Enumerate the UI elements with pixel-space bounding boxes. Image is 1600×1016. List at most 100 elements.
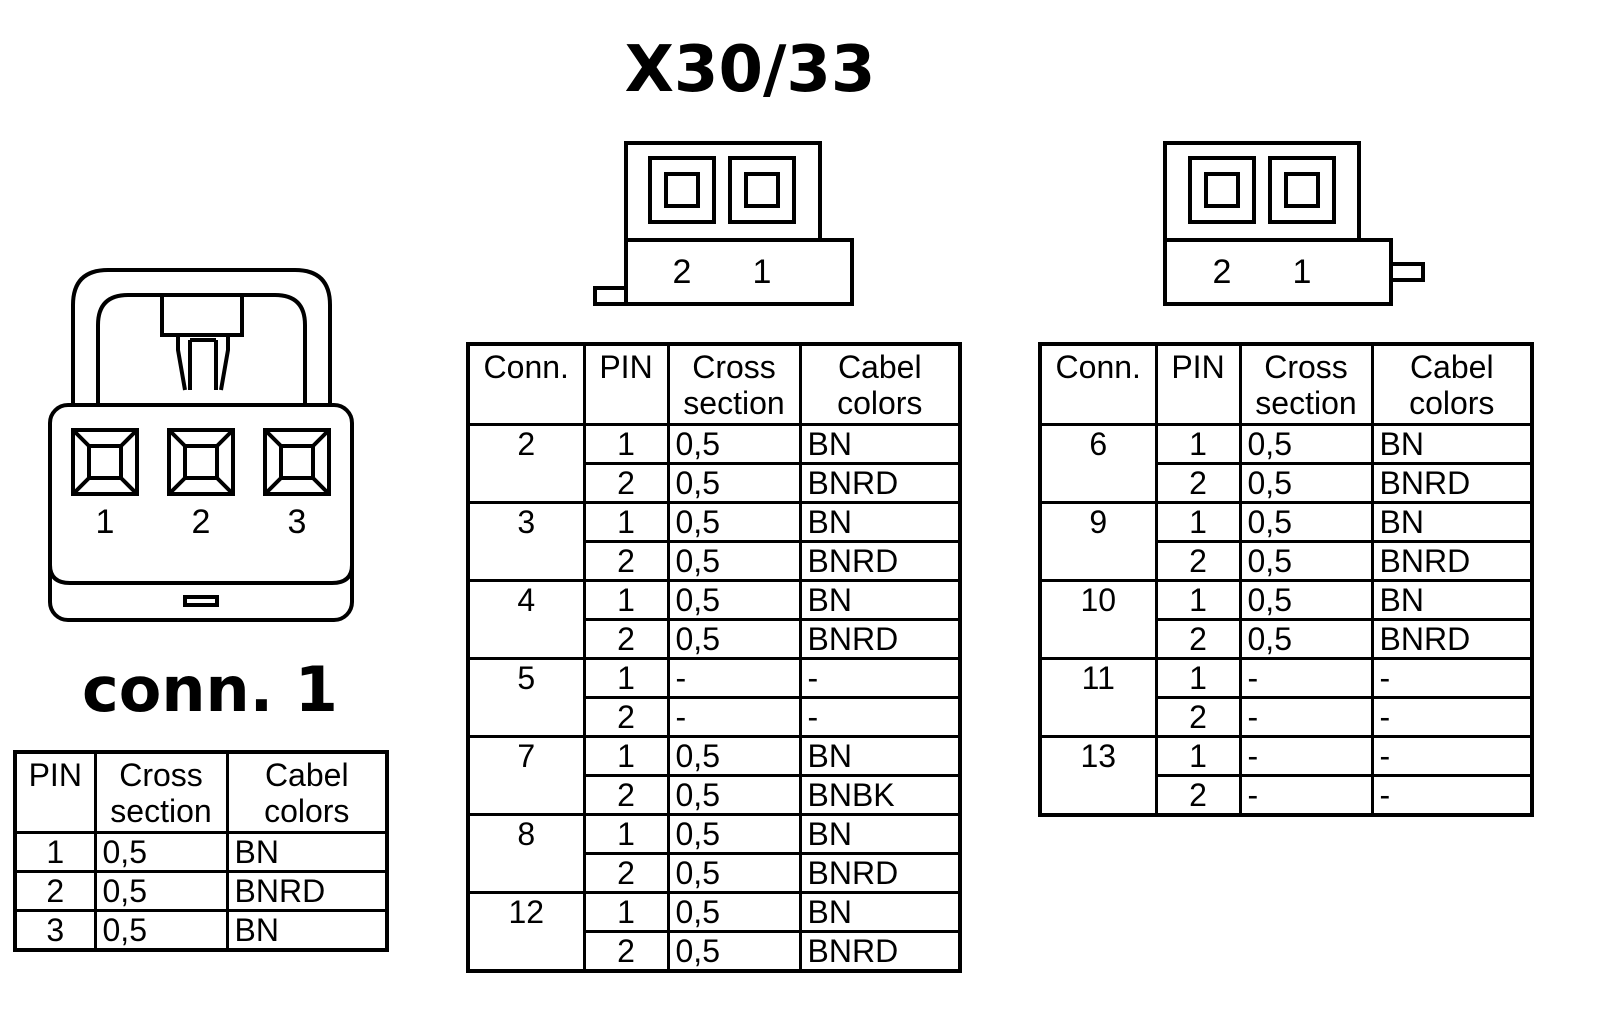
pin-cell: 2 bbox=[582, 539, 670, 582]
cross-section-cell: 0,5 bbox=[1238, 617, 1374, 660]
pin-cell: 2 bbox=[13, 869, 97, 912]
pin-cell: 2 bbox=[582, 773, 670, 816]
cross-section-cell: - bbox=[1238, 773, 1374, 816]
cross-section-header: Cross section bbox=[666, 342, 802, 426]
cross-section-cell: 0,5 bbox=[1238, 539, 1374, 582]
pin-cell: 2 bbox=[1154, 539, 1242, 582]
cable-color-cell: BNRD bbox=[798, 461, 962, 504]
cross-section-cell: 0,5 bbox=[1238, 461, 1374, 504]
cross-section-cell: 0,5 bbox=[666, 773, 802, 816]
cable-colors-header: Cabel colors bbox=[798, 342, 962, 426]
cross-section-cell: 0,5 bbox=[666, 851, 802, 894]
right-pin-label: 1 bbox=[1293, 253, 1312, 291]
cross-section-cell: 0,5 bbox=[93, 869, 229, 912]
pin-cell: 1 bbox=[582, 812, 670, 855]
pin-cell: 1 bbox=[1154, 734, 1242, 777]
pin-cell: 1 bbox=[1154, 422, 1242, 465]
center-pin-label: 2 bbox=[673, 253, 692, 291]
conn-number-cell: 4 bbox=[466, 578, 586, 660]
pin-cell: 2 bbox=[582, 617, 670, 660]
cross-section-cell: - bbox=[1238, 695, 1374, 738]
table-row: 2-- bbox=[1040, 695, 1534, 738]
pin-cell: 1 bbox=[582, 578, 670, 621]
cross-section-header: Cross section bbox=[93, 750, 229, 834]
cross-section-cell: - bbox=[1238, 656, 1374, 699]
conn1-pin-label: 1 bbox=[96, 503, 115, 541]
pin-cell: 2 bbox=[582, 695, 670, 738]
cross-section-cell: 0,5 bbox=[666, 500, 802, 543]
cable-color-cell: BNRD bbox=[798, 617, 962, 660]
pin-cell: 2 bbox=[1154, 773, 1242, 816]
cable-colors-header: Cabel colors bbox=[1370, 342, 1534, 426]
pin-cell: 2 bbox=[582, 851, 670, 894]
table-row: 2-- bbox=[1040, 773, 1534, 816]
conn1-table: PIN Cross section Cabel colors 1 0,5 BN … bbox=[13, 750, 389, 952]
pin-cell: 1 bbox=[582, 890, 670, 933]
cable-color-cell: BN bbox=[798, 500, 962, 543]
conn1-title: conn. 1 bbox=[82, 653, 338, 726]
conn1-pin-square-2 bbox=[167, 428, 235, 496]
cross-section-cell: 0,5 bbox=[666, 422, 802, 465]
pin-cell: 1 bbox=[582, 656, 670, 699]
pin-cell: 1 bbox=[13, 830, 97, 873]
conn-number-cell: 12 bbox=[466, 890, 586, 972]
conn-number-cell: 7 bbox=[466, 734, 586, 816]
conn1-connector-drawing: 1 2 3 bbox=[48, 268, 354, 622]
cable-color-cell: BNRD bbox=[798, 851, 962, 894]
conn-number-cell: 9 bbox=[1038, 500, 1158, 582]
cable-color-cell: BNRD bbox=[798, 929, 962, 972]
cross-section-cell: 0,5 bbox=[666, 539, 802, 582]
conn-number-cell: 13 bbox=[1038, 734, 1158, 816]
cable-color-cell: BN bbox=[798, 422, 962, 465]
conn-number-cell: 10 bbox=[1038, 578, 1158, 660]
cable-color-cell: BNRD bbox=[225, 869, 389, 912]
cross-section-cell: 0,5 bbox=[666, 812, 802, 855]
right-connector-drawing: 2 1 bbox=[1163, 141, 1425, 306]
cross-section-cell: 0,5 bbox=[93, 830, 229, 873]
pin-cell: 2 bbox=[582, 929, 670, 972]
pin-cell: 2 bbox=[1154, 617, 1242, 660]
cable-color-cell: - bbox=[798, 656, 962, 699]
conn1-pin-square-1 bbox=[71, 428, 139, 496]
table-row: 3 0,5 BN bbox=[13, 908, 389, 951]
cable-color-cell: BN bbox=[798, 812, 962, 855]
center-pin-label: 1 bbox=[753, 253, 772, 291]
conn-number-cell: 3 bbox=[466, 500, 586, 582]
cable-color-cell: BN bbox=[798, 890, 962, 933]
pin-cell: 3 bbox=[13, 908, 97, 951]
cable-color-cell: BNRD bbox=[1370, 617, 1534, 660]
cable-color-cell: BNBK bbox=[798, 773, 962, 816]
pin-cell: 1 bbox=[1154, 578, 1242, 621]
cable-color-cell: BN bbox=[225, 908, 389, 951]
cross-section-cell: - bbox=[1238, 734, 1374, 777]
conn-header: Conn. bbox=[1038, 342, 1158, 426]
cable-color-cell: - bbox=[1370, 734, 1534, 777]
conn-number-cell: 11 bbox=[1038, 656, 1158, 738]
cross-section-cell: 0,5 bbox=[1238, 422, 1374, 465]
table-row: 1 0,5 BN bbox=[13, 830, 389, 873]
pin-cell: 2 bbox=[1154, 461, 1242, 504]
cross-section-cell: - bbox=[666, 656, 802, 699]
right-pin-label: 2 bbox=[1213, 253, 1232, 291]
cross-section-cell: 0,5 bbox=[666, 929, 802, 972]
pin-header: PIN bbox=[582, 342, 670, 426]
center-connector-drawing: 2 1 bbox=[593, 141, 854, 306]
pin-header: PIN bbox=[13, 750, 97, 834]
conn-number-cell: 6 bbox=[1038, 422, 1158, 504]
conn1-pin-square-3 bbox=[263, 428, 331, 496]
